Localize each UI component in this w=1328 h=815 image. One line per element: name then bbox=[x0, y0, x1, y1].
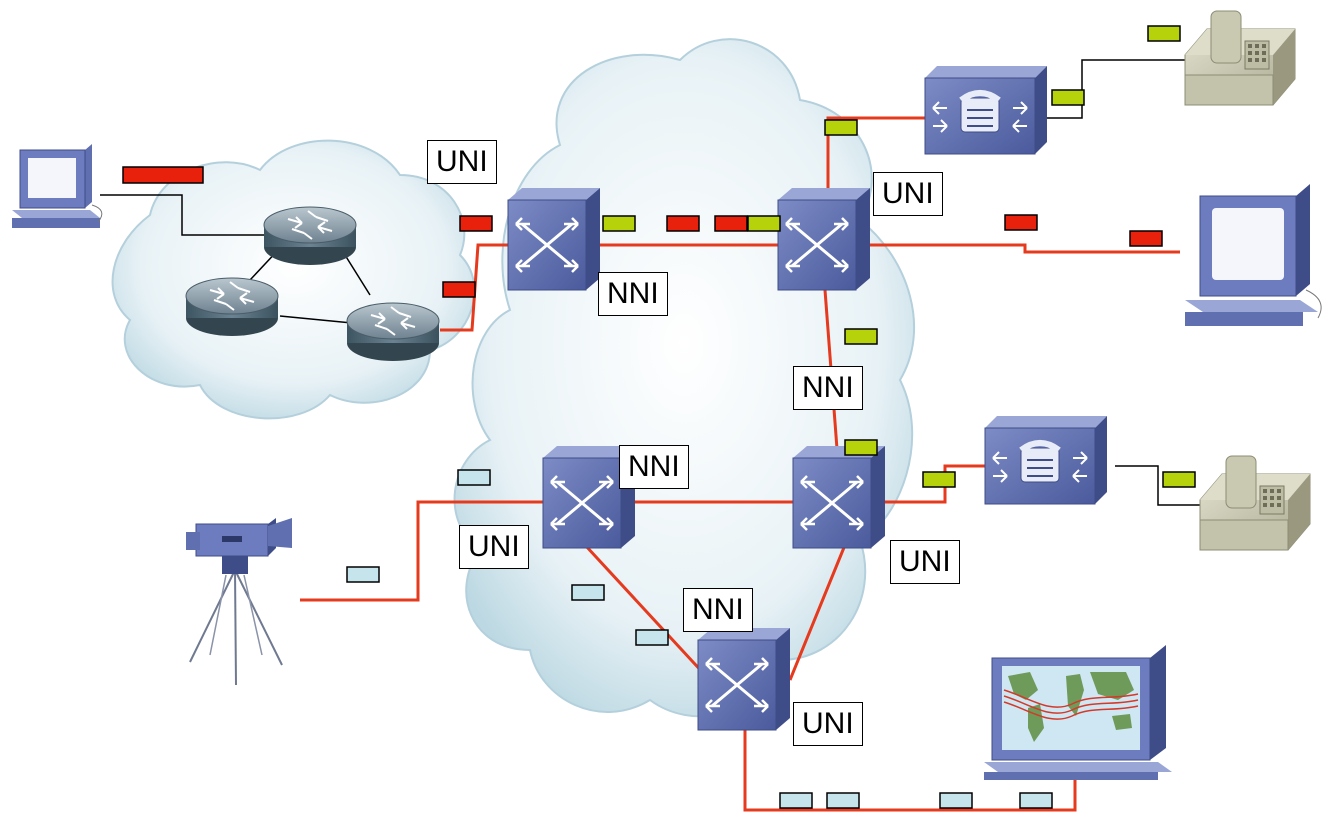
nni-label: NNI bbox=[619, 445, 689, 489]
uni-label: UNI bbox=[793, 702, 863, 746]
video-cell bbox=[346, 566, 380, 583]
data-cell bbox=[442, 281, 476, 298]
video-cell bbox=[779, 792, 813, 809]
voice-cell bbox=[922, 471, 956, 488]
router-icon bbox=[346, 302, 440, 362]
switch3-switch5-link bbox=[583, 543, 707, 677]
nni-label: NNI bbox=[598, 272, 668, 316]
data-cell bbox=[122, 166, 204, 184]
video-cell bbox=[571, 584, 605, 601]
uni-label: UNI bbox=[890, 540, 960, 584]
video-cell bbox=[635, 629, 669, 646]
uni-label: UNI bbox=[873, 172, 943, 216]
voice-cells bbox=[602, 25, 1196, 488]
uni-label: UNI bbox=[459, 525, 529, 569]
router-icon bbox=[185, 277, 279, 337]
data-cell bbox=[666, 215, 700, 232]
data-cell bbox=[1004, 214, 1038, 231]
video-cell bbox=[826, 792, 860, 809]
world-map-display-icon bbox=[984, 645, 1172, 780]
telephone-icon bbox=[1199, 455, 1311, 551]
video-cell bbox=[457, 469, 491, 486]
nni-label: NNI bbox=[793, 366, 863, 410]
data-cell bbox=[1129, 230, 1163, 247]
video-cell bbox=[939, 792, 973, 809]
video-cells bbox=[346, 469, 1053, 809]
video-cell bbox=[1019, 792, 1053, 809]
atm-switch-icon bbox=[791, 444, 887, 550]
camera-switch3-link bbox=[300, 500, 545, 602]
voice-cell bbox=[824, 119, 858, 136]
voice-cell bbox=[747, 215, 781, 232]
atm-switch-icon bbox=[776, 186, 872, 292]
switch4-switch5-link bbox=[788, 544, 847, 681]
voice-cell bbox=[1162, 471, 1196, 488]
data-cell bbox=[459, 215, 493, 232]
video-camera-icon bbox=[186, 518, 292, 686]
computer-icon bbox=[1185, 184, 1322, 326]
switch5-display-link bbox=[743, 725, 1077, 812]
atm-switch-icon bbox=[506, 186, 602, 292]
switch2-computer-link bbox=[865, 243, 1180, 254]
data-cell bbox=[714, 215, 748, 232]
voice-cell bbox=[844, 439, 878, 456]
telephone-icon bbox=[1184, 10, 1296, 106]
voice-cell bbox=[1051, 89, 1085, 106]
voice-cell bbox=[844, 328, 878, 345]
atm-switch-icon bbox=[696, 626, 792, 732]
data-cells bbox=[122, 166, 1163, 298]
voice-cell bbox=[602, 215, 636, 232]
pbx-phone-icon bbox=[985, 416, 1107, 504]
nni-label: NNI bbox=[683, 588, 753, 632]
switch2-pbx1-link bbox=[826, 116, 925, 198]
voice-cell bbox=[1147, 25, 1181, 42]
computer-icon bbox=[12, 144, 103, 228]
pbx-phone-icon bbox=[925, 66, 1047, 154]
uni-label: UNI bbox=[427, 140, 497, 184]
router-icon bbox=[263, 206, 357, 266]
